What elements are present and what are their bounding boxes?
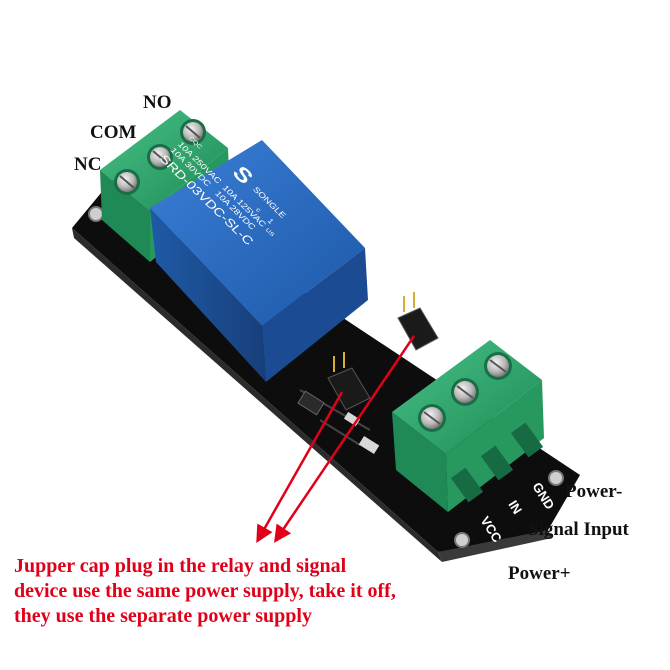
jumper-cap-2 bbox=[327, 352, 371, 411]
label-signal-input: Signal Input bbox=[528, 519, 629, 540]
relay: S SONGLE CQC 10A 250VAC 10A 30VDC 10A 12… bbox=[150, 136, 368, 382]
label-com: COM bbox=[90, 122, 137, 143]
screw-no bbox=[180, 119, 206, 145]
note-line-3: they use the separate power supply bbox=[14, 605, 312, 627]
note-line-2: device use the same power supply, take i… bbox=[14, 580, 396, 602]
screw-vcc bbox=[418, 404, 446, 432]
jumper-arrows bbox=[256, 335, 416, 544]
jumper-cap-1 bbox=[397, 292, 439, 351]
screw-gnd bbox=[484, 352, 512, 380]
arrow-2 bbox=[274, 335, 416, 543]
arrow-1 bbox=[256, 391, 344, 544]
relay-cert-us: US bbox=[264, 227, 276, 238]
relay-cert-c: c bbox=[254, 206, 263, 214]
optocoupler-chip bbox=[297, 390, 325, 416]
label-power-minus: Power- bbox=[565, 481, 623, 502]
screw-nc bbox=[114, 169, 140, 195]
screw-com bbox=[147, 144, 173, 170]
note-line-1: Jupper cap plug in the relay and signal bbox=[14, 555, 347, 577]
label-nc: NC bbox=[74, 154, 102, 175]
screw-in bbox=[451, 378, 479, 406]
label-power-plus: Power+ bbox=[508, 563, 571, 584]
input-terminal-block bbox=[392, 340, 544, 512]
relay-pin-number: 1 bbox=[266, 217, 276, 226]
label-no: NO bbox=[143, 92, 172, 113]
